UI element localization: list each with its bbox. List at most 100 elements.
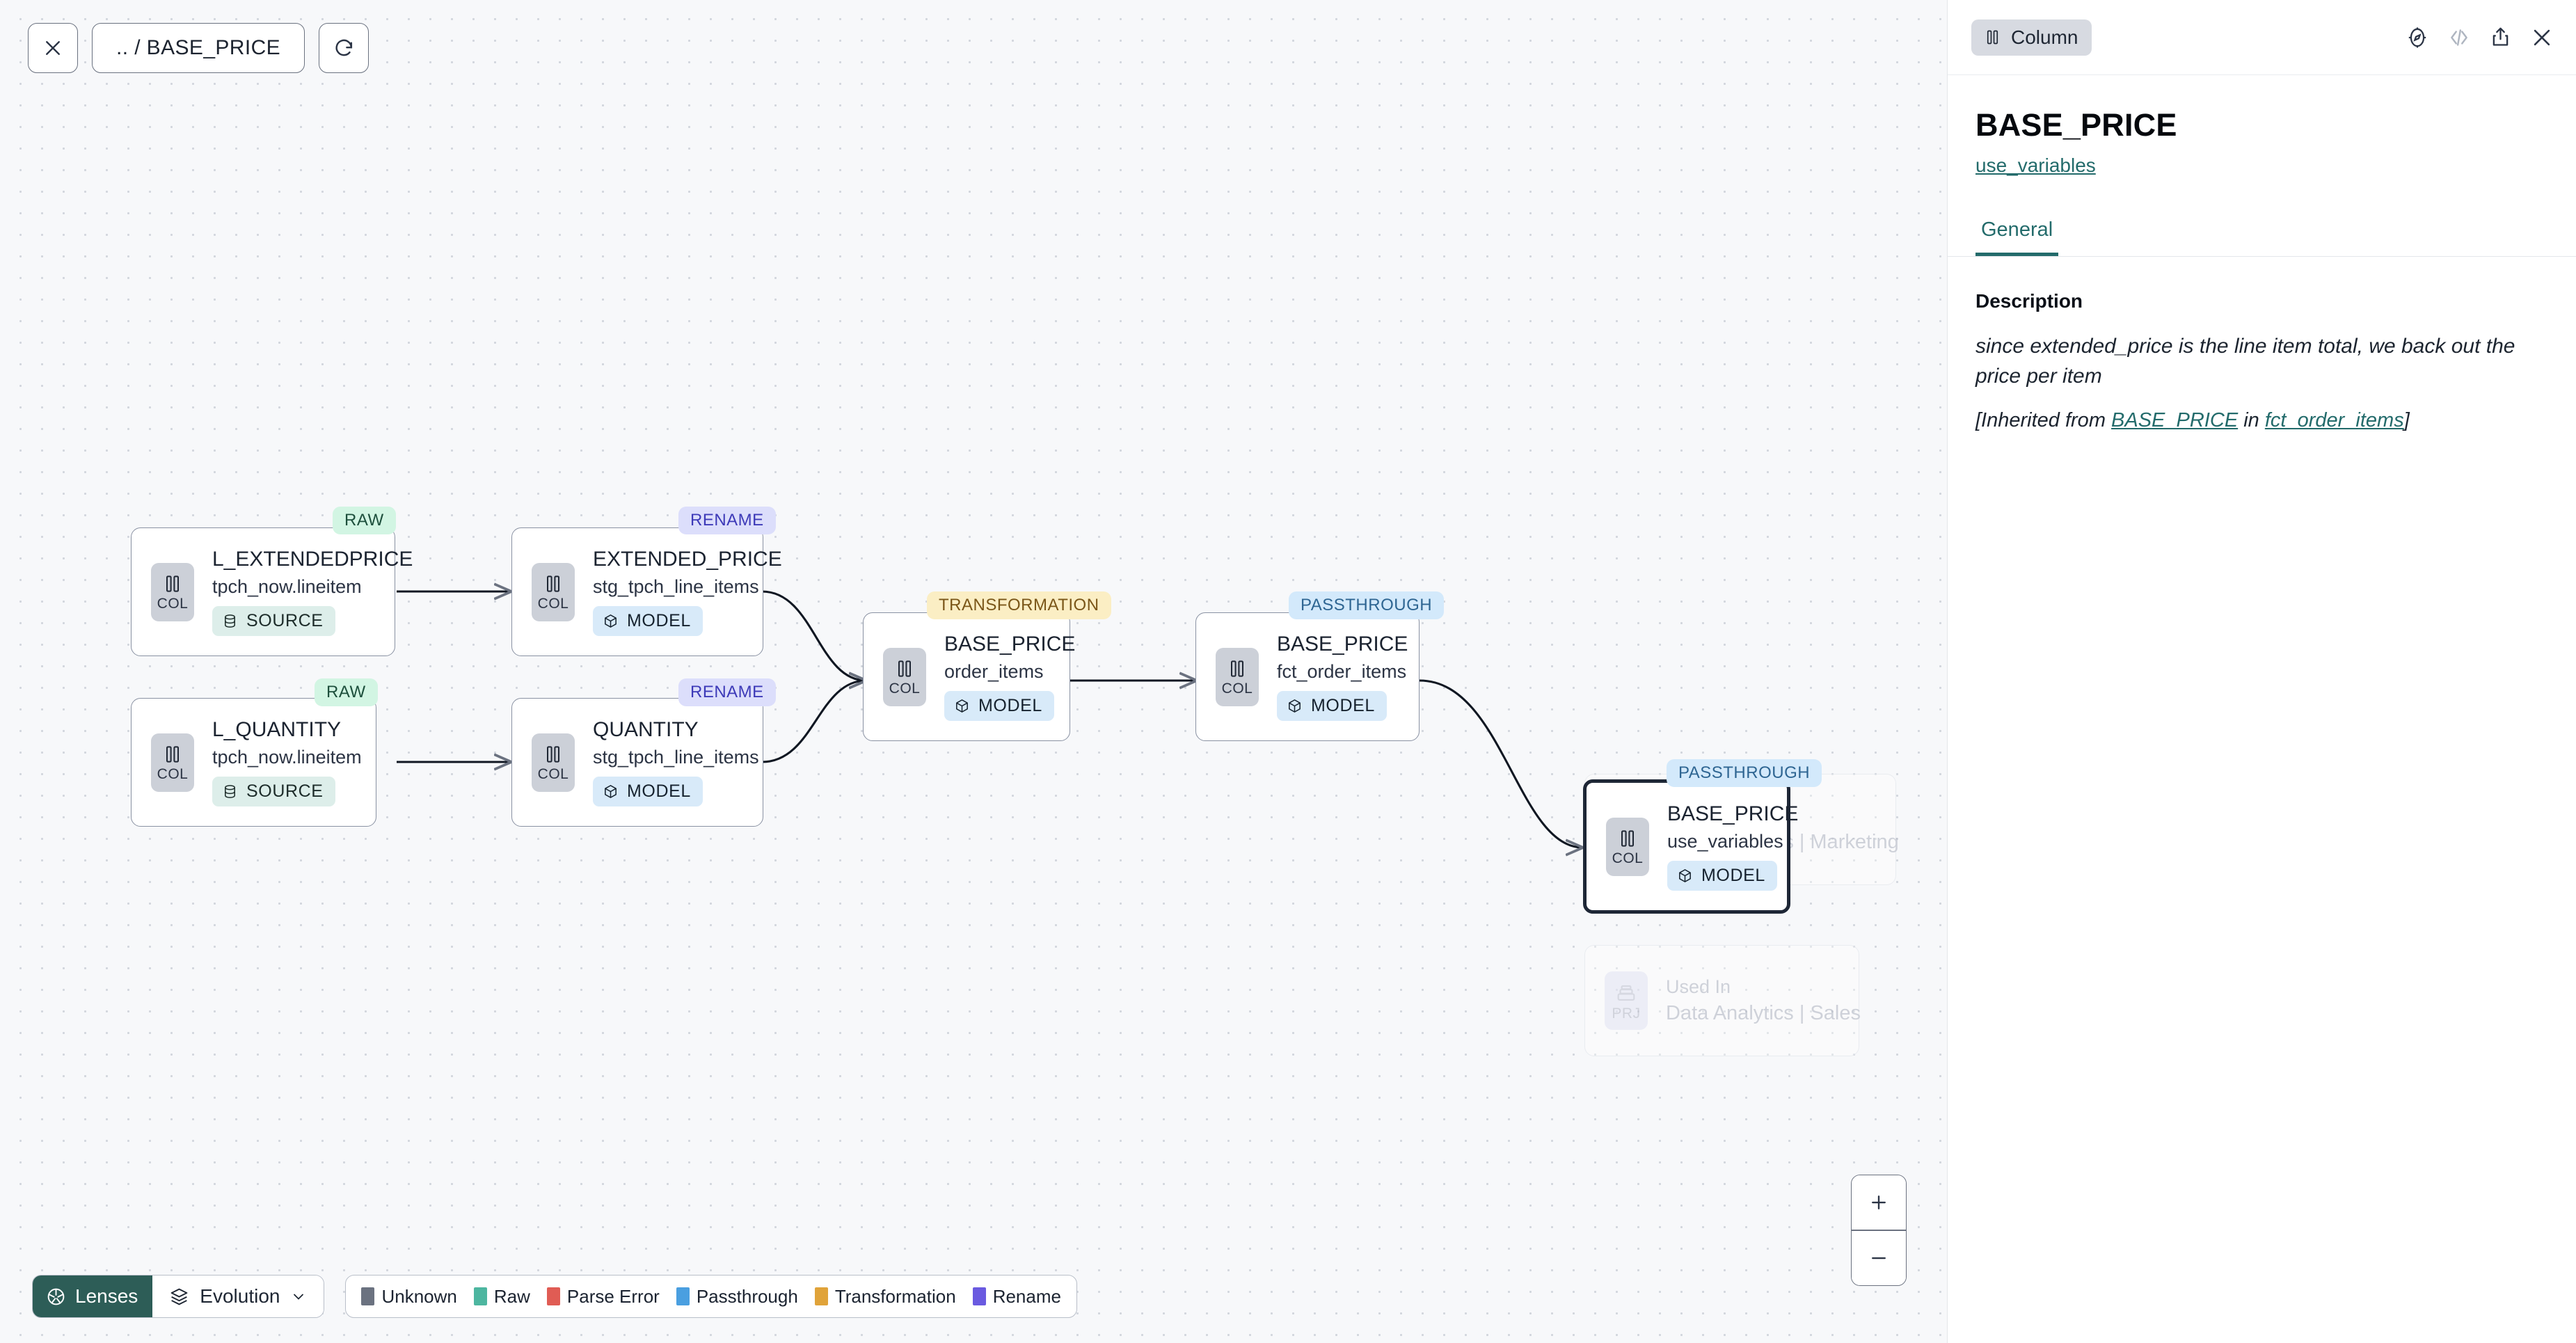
legend-label: Rename	[992, 1285, 1061, 1307]
panel-header-actions	[2406, 26, 2554, 49]
legend-item-passthrough[interactable]: Passthrough	[676, 1286, 798, 1308]
node-kind-pill: MODEL	[1277, 690, 1387, 721]
chevron-down-icon	[294, 1294, 304, 1300]
node-title: L_EXTENDEDPRICE	[212, 548, 413, 571]
graph-node-quantity[interactable]: COL QUANTITY stg_tpch_line_items MODEL	[511, 698, 763, 827]
tab-general[interactable]: General	[1975, 218, 2059, 256]
graph-node-l-quantity[interactable]: COL L_QUANTITY tpch_now.lineitem SOURCE	[131, 698, 376, 827]
node-kind-pill: MODEL	[1667, 860, 1777, 891]
graph-node-fct-order-items[interactable]: COL BASE_PRICE fct_order_items MODEL	[1195, 612, 1420, 741]
column-icon	[547, 575, 559, 592]
legend-item-transformation[interactable]: Transformation	[814, 1285, 956, 1308]
zoom-in-button[interactable]	[1852, 1175, 1906, 1230]
node-body: BASE_PRICE fct_order_items MODEL	[1277, 633, 1408, 721]
close-button[interactable]	[28, 23, 78, 73]
col-chip-label: COL	[157, 596, 189, 612]
legend-swatch	[361, 1287, 375, 1305]
col-chip: COL	[1606, 817, 1649, 876]
legend-item-rename[interactable]: Rename	[972, 1285, 1061, 1308]
details-panel: Column	[1947, 0, 2576, 1343]
graph-node-extended-price[interactable]: COL EXTENDED_PRICE stg_tpch_line_items M…	[511, 527, 782, 656]
col-chip: COL	[1216, 647, 1259, 706]
node-subtitle: use_variables	[1667, 830, 1783, 852]
node-subtitle: order_items	[944, 660, 1044, 682]
graph-node-l-extendedprice[interactable]: COL L_EXTENDEDPRICE tpch_now.lineitem SO…	[131, 527, 413, 656]
col-chip-label: COL	[537, 596, 569, 612]
node-body: BASE_PRICE order_items MODEL	[944, 633, 1075, 721]
node-kind-pill: SOURCE	[212, 605, 335, 636]
database-icon	[225, 784, 235, 798]
ghost-node-title: Used In	[1666, 976, 1731, 997]
col-chip-label: COL	[1612, 850, 1644, 866]
panel-close-button[interactable]	[2530, 26, 2554, 49]
description-label: Description	[1975, 290, 2083, 312]
ghost-node-body: Used In Data Analytics | Sales	[1666, 976, 1861, 1025]
legend-item-raw[interactable]: Raw	[473, 1286, 530, 1308]
layers-icon	[170, 1288, 188, 1305]
cube-icon	[605, 614, 617, 628]
close-icon	[46, 41, 60, 55]
legend-item-unknown[interactable]: Unknown	[361, 1286, 457, 1308]
inherited-suffix: ]	[2403, 409, 2410, 432]
legend-swatch	[814, 1287, 828, 1305]
legend-label: Transformation	[834, 1285, 956, 1307]
cube-icon	[1289, 699, 1301, 713]
node-kind-pill: MODEL	[593, 776, 703, 806]
lineage-legend: Unknown Raw Parse Error Passthrough Tran…	[345, 1275, 1077, 1318]
node-body: QUANTITY stg_tpch_line_items MODEL	[593, 718, 759, 806]
prj-chip-label: PRJ	[1612, 1005, 1641, 1022]
lenses-group: Lenses Evolution	[32, 1275, 325, 1318]
node-badge-rename: RENAME	[678, 678, 776, 706]
panel-header: Column	[1948, 0, 2576, 75]
aperture-icon	[47, 1288, 65, 1305]
view-code-button[interactable]	[2447, 26, 2471, 49]
node-kind-label: MODEL	[1311, 695, 1375, 715]
inherited-model-link[interactable]: fct_order_items	[2264, 409, 2404, 432]
inherited-prefix: [Inherited from	[1975, 409, 2112, 432]
entity-type-badge: Column	[1971, 19, 2092, 56]
node-badge-passthrough: PASSTHROUGH	[1289, 591, 1445, 619]
database-icon	[225, 614, 235, 628]
graph-node-order-items[interactable]: COL BASE_PRICE order_items MODEL	[863, 612, 1075, 741]
cube-icon	[956, 699, 968, 713]
node-badge-passthrough: PASSTHROUGH	[1667, 759, 1822, 787]
column-icon	[166, 575, 179, 592]
panel-title: BASE_PRICE	[1975, 107, 2177, 143]
evolution-dropdown[interactable]: Evolution	[152, 1276, 324, 1317]
col-chip: COL	[532, 562, 575, 621]
node-kind-label: MODEL	[627, 781, 691, 801]
node-body: BASE_PRICE use_variables MODEL	[1667, 802, 1798, 891]
col-chip: COL	[151, 562, 194, 621]
zoom-controls	[1851, 1175, 1907, 1286]
evolution-label: Evolution	[200, 1285, 280, 1307]
node-kind-pill: MODEL	[944, 690, 1054, 721]
inherited-note: [Inherited from BASE_PRICE in fct_order_…	[1975, 409, 2548, 432]
ghost-node-sales[interactable]: PRJ Used In Data Analytics | Sales	[1584, 945, 1861, 1056]
share-button[interactable]	[2489, 26, 2512, 49]
col-chip: COL	[883, 647, 926, 706]
lenses-button[interactable]: Lenses	[33, 1276, 153, 1317]
refresh-button[interactable]	[319, 23, 369, 73]
node-title: L_QUANTITY	[212, 718, 342, 742]
legend-label: Passthrough	[696, 1285, 798, 1307]
zoom-out-button[interactable]	[1852, 1231, 1906, 1285]
legend-swatch	[473, 1287, 487, 1305]
compass-icon	[2408, 27, 2426, 47]
node-kind-label: MODEL	[1701, 865, 1765, 885]
column-icon	[898, 660, 911, 677]
parent-model-link[interactable]: use_variables	[1975, 154, 2096, 176]
explore-button[interactable]	[2406, 26, 2429, 49]
node-title: BASE_PRICE	[1277, 633, 1408, 656]
refresh-icon	[335, 39, 352, 56]
breadcrumb[interactable]: .. / BASE_PRICE	[92, 23, 305, 73]
node-title: BASE_PRICE	[944, 633, 1076, 656]
graph-node-use-variables[interactable]: COL BASE_PRICE use_variables MODEL	[1583, 779, 1798, 914]
inherited-column-link[interactable]: BASE_PRICE	[2111, 409, 2239, 432]
node-badge-rename: RENAME	[678, 507, 776, 534]
node-subtitle: fct_order_items	[1277, 660, 1407, 682]
column-icon	[1621, 830, 1634, 847]
legend-item-parse-error[interactable]: Parse Error	[546, 1286, 660, 1308]
ghost-node-subtitle: Data Analytics | Sales	[1666, 1001, 1861, 1024]
lineage-canvas[interactable]: .. / BASE_PRICE PRJ Used In Data Analyti…	[0, 0, 1947, 1343]
inherited-middle: in	[2238, 409, 2265, 432]
